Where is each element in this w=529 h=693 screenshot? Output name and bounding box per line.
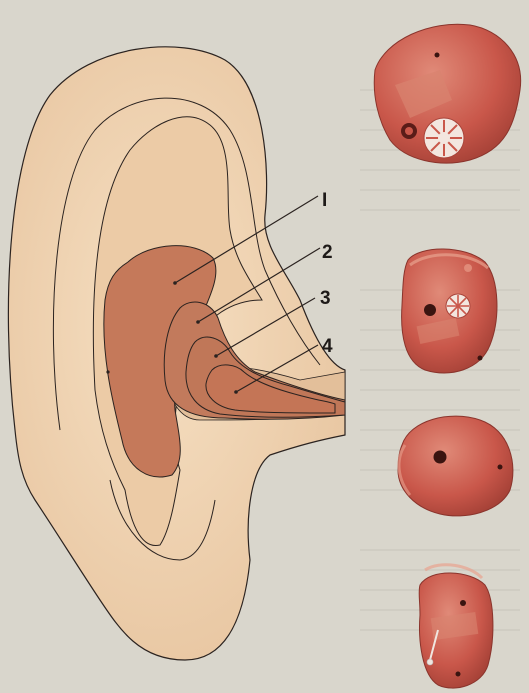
device-2-vent xyxy=(424,304,436,316)
callout-label-4: 4 xyxy=(322,336,333,357)
hearing-aid-device-3 xyxy=(398,416,513,516)
hearing-aid-device-2 xyxy=(402,249,497,373)
callout-label-3: 3 xyxy=(320,288,331,309)
callout-label-2: 2 xyxy=(322,242,333,263)
hearing-aid-device-4 xyxy=(419,565,493,688)
callout-label-1: I xyxy=(322,190,327,211)
helix-dot xyxy=(106,370,109,373)
device-3-vent xyxy=(434,451,447,464)
hearing-aid-device-1 xyxy=(374,24,520,163)
